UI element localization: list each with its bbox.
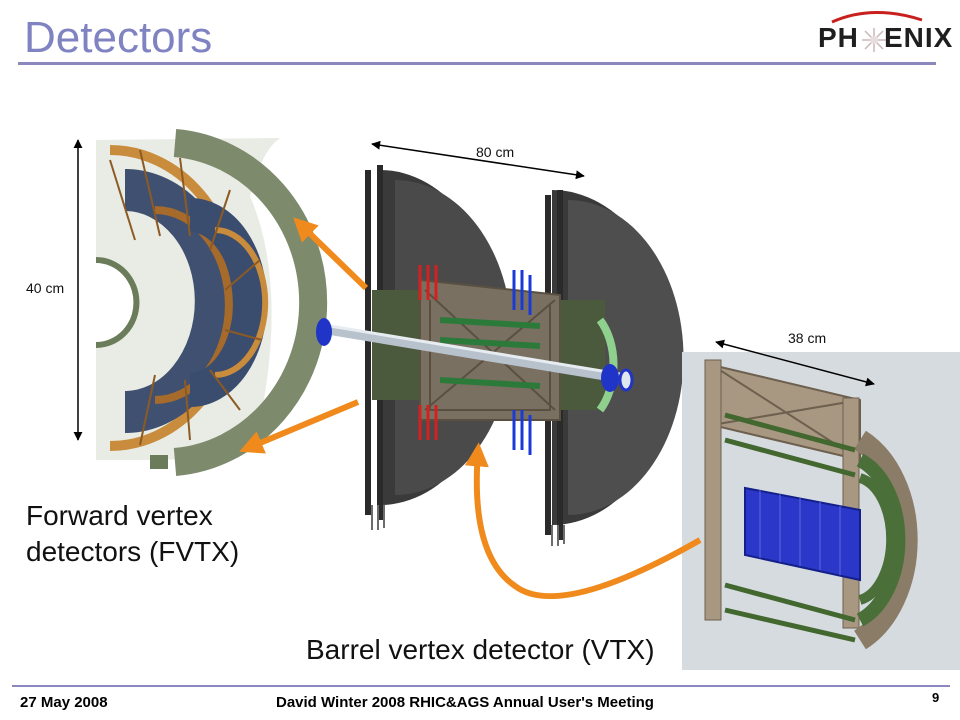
phenix-logo: PH ENIX bbox=[812, 8, 958, 53]
title-divider bbox=[18, 62, 936, 65]
fvtx-caption: Forward vertex detectors (FVTX) bbox=[26, 498, 239, 570]
footer-divider bbox=[12, 685, 950, 687]
vtx-barrel-image bbox=[682, 352, 960, 670]
logo-text-right: ENIX bbox=[884, 22, 954, 53]
footer-date: 27 May 2008 bbox=[20, 694, 108, 711]
logo-text-left: PH bbox=[818, 22, 859, 53]
vtx-caption: Barrel vertex detector (VTX) bbox=[306, 634, 655, 665]
page-number: 9 bbox=[932, 690, 940, 705]
pointer-arrows bbox=[239, 217, 702, 600]
dimension-label-40cm: 40 cm bbox=[26, 280, 65, 296]
dimension-label-80cm: 80 cm bbox=[476, 144, 515, 160]
vtx-fvtx-assembly-image bbox=[316, 165, 684, 546]
fvtx-disk-image bbox=[95, 129, 328, 476]
slide-title: Detectors bbox=[24, 13, 213, 62]
fvtx-caption-line1: Forward vertex bbox=[26, 500, 213, 531]
footer-presenter: David Winter 2008 RHIC&AGS Annual User's… bbox=[276, 694, 654, 711]
dimension-label-38cm: 38 cm bbox=[788, 330, 827, 346]
fvtx-caption-line2: detectors (FVTX) bbox=[26, 536, 240, 567]
